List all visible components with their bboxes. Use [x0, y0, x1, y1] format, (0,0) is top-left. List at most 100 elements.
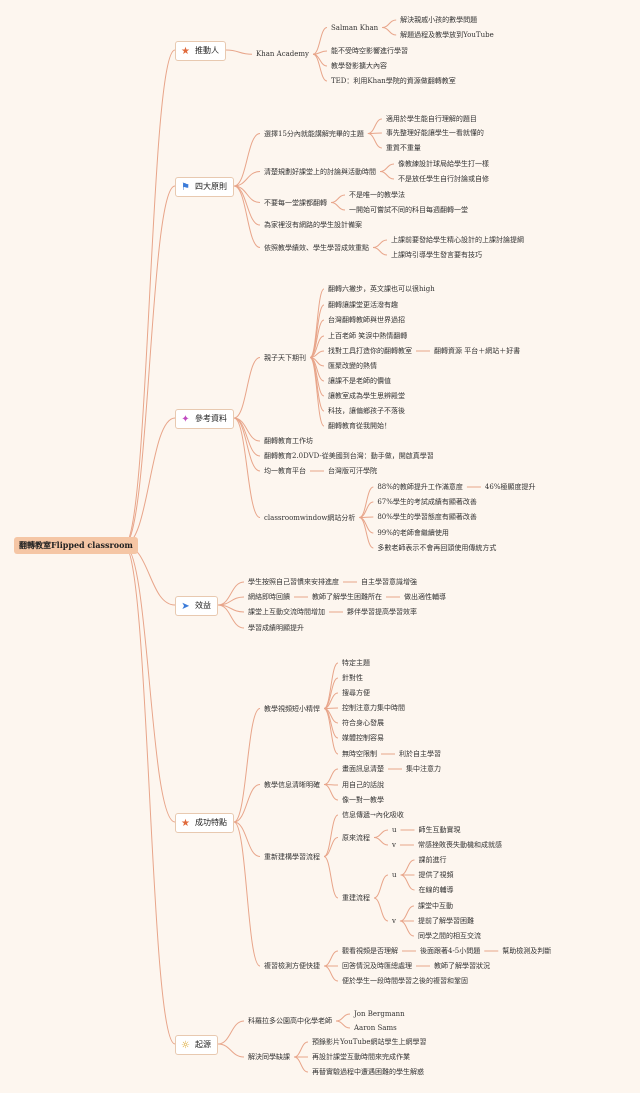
topic-node[interactable]: 為家裡沒有網路的學生設計備案 — [264, 221, 362, 229]
topic-node[interactable]: classroomwindow網站分析 — [264, 513, 356, 522]
topic-node[interactable]: TED：利用Khan學院的資源做翻轉教室 — [331, 77, 456, 85]
topic-node[interactable]: 翻轉教育工作坊 — [264, 437, 313, 445]
topic-node[interactable]: Salman Khan — [331, 23, 379, 32]
topic-node[interactable]: 控制注意力集中時間 — [341, 704, 405, 712]
topic-node[interactable]: 教學信息清晰明確 — [264, 780, 320, 789]
topic-node[interactable]: 教師了解學生困難所在 — [311, 593, 382, 601]
topic-node[interactable]: 事先整理好能讓學生一看就懂的 — [385, 129, 484, 137]
topic-node[interactable]: 依照教學績效、學生學習成效重點 — [264, 243, 369, 252]
sub-marker[interactable]: v — [391, 841, 396, 849]
topic-node[interactable]: 再設計課堂互動時間來完成作業 — [311, 1053, 410, 1061]
topic-node[interactable]: 不是放任學生自行討論或自修 — [397, 175, 489, 183]
topic-node[interactable]: 親子天下期刊 — [264, 353, 306, 362]
topic-node[interactable]: 台灣翻轉教師與世界過招 — [327, 316, 405, 324]
topic-node[interactable]: 選擇15分內就能講解完畢的主題 — [264, 129, 364, 138]
topic-node[interactable]: 便於學生一段時間學習之後的複習和鞏固 — [341, 977, 468, 985]
topic-node[interactable]: 集中注意力 — [405, 765, 441, 773]
topic-node[interactable]: 找對工具打造你的翻轉教室 — [327, 347, 412, 355]
topic-node[interactable]: 學習成績明顯提升 — [248, 624, 304, 632]
topic-node[interactable]: Khan Academy — [256, 50, 310, 59]
branch-3[interactable]: ➤效益 — [175, 596, 218, 616]
topic-node[interactable]: 讓教室成為學生思辨殿堂 — [327, 392, 405, 400]
topic-node[interactable]: 像教練設計球局給學生打一樣 — [397, 160, 489, 168]
topic-node[interactable]: 搜尋方便 — [341, 689, 370, 697]
topic-node[interactable]: 複習檢測方便快捷 — [264, 962, 320, 970]
topic-node[interactable]: 課堂上互動交流時間增加 — [248, 608, 325, 616]
topic-node[interactable]: 觀看視頻是否理解 — [341, 947, 398, 955]
topic-node[interactable]: 常感挫敗喪失動機和成就感 — [417, 841, 502, 849]
topic-node[interactable]: 能不受時空影響進行學習 — [331, 47, 408, 55]
topic-node[interactable]: 課前進行 — [418, 856, 447, 864]
topic-node[interactable]: 同學之間的相互交流 — [417, 932, 481, 940]
topic-node[interactable]: 46%極顯度提升 — [484, 483, 536, 491]
topic-node[interactable]: 利於自主學習 — [398, 750, 441, 758]
topic-node[interactable]: 自主學習意識增強 — [360, 578, 417, 586]
topic-node[interactable]: 上課時引導學生發言要有技巧 — [390, 251, 482, 259]
topic-node[interactable]: 翻轉讓課堂更活潑有趣 — [327, 301, 398, 309]
topic-node[interactable]: 不是唯一的教學法 — [348, 191, 405, 199]
topic-node[interactable]: 上百老師 笑淚中熱情翻轉 — [327, 332, 408, 340]
sub-marker[interactable]: u — [391, 871, 397, 879]
topic-node[interactable]: 多數老師表示不會再回頭使用傳統方式 — [377, 544, 497, 552]
branch-5[interactable]: ☼起源 — [175, 1035, 218, 1055]
topic-node[interactable]: 不要每一堂課都翻轉 — [264, 198, 327, 207]
topic-node[interactable]: 教師了解學習狀況 — [433, 962, 490, 970]
topic-node[interactable]: 翻轉教育2.0DVD-從美國到台灣：動手做，開啟真學習 — [264, 452, 434, 460]
branch-0[interactable]: ★推動人 — [175, 41, 226, 61]
topic-node[interactable]: Aaron Sams — [353, 1024, 397, 1032]
branch-1[interactable]: ⚑四大原則 — [175, 177, 234, 197]
branch-2[interactable]: ✦參考資料 — [175, 409, 234, 429]
topic-node[interactable]: 原來流程 — [341, 833, 370, 842]
topic-node[interactable]: 課堂中互動 — [417, 902, 453, 910]
topic-node[interactable]: 台灣版可汗學院 — [327, 467, 377, 475]
topic-node[interactable]: 再替實驗過程中遭遇困難的學生解惑 — [311, 1068, 424, 1076]
topic-node[interactable]: 提前了解學習困難 — [417, 917, 474, 925]
topic-node[interactable]: 科羅拉多公園高中化學老師 — [248, 1017, 332, 1025]
topic-node[interactable]: 解決同學缺課 — [248, 1053, 290, 1061]
topic-node[interactable]: 80%學生的學習態度有顯著改善 — [377, 513, 477, 521]
branch-4[interactable]: ★成功特點 — [175, 813, 234, 833]
topic-node[interactable]: 88%的教師提升工作滿意度 — [377, 483, 463, 491]
topic-node[interactable]: 針對性 — [341, 674, 363, 682]
topic-node[interactable]: 讓課不是老師的價值 — [327, 377, 391, 385]
topic-node[interactable]: 解決親戚小孩的數學問題 — [400, 16, 478, 24]
topic-node[interactable]: 幫助檢測及判斷 — [502, 947, 552, 955]
topic-node[interactable]: 99%的老師會繼續使用 — [377, 529, 449, 537]
topic-node[interactable]: Jon Bergmann — [353, 1010, 405, 1018]
topic-node[interactable]: 匯聚改變的熱情 — [327, 362, 377, 370]
topic-node[interactable]: 夥伴學習提高學習效率 — [346, 608, 417, 616]
topic-node[interactable]: 翻轉六撇步，英文課也可以很high — [327, 285, 435, 293]
topic-node[interactable]: 像一對一教學 — [341, 796, 384, 804]
topic-node[interactable]: 做出適性輔導 — [403, 593, 446, 601]
topic-node[interactable]: 教學發影擴大內容 — [331, 62, 387, 70]
topic-node[interactable]: 師生互動實現 — [418, 826, 461, 834]
topic-node[interactable]: 信息傳遞→內化吸收 — [341, 811, 404, 819]
topic-node[interactable]: 翻轉資源 平台＋網站＋好書 — [433, 347, 521, 355]
topic-node[interactable]: 教學視頻短小精悍 — [264, 704, 320, 713]
topic-node[interactable]: 媒體控制容易 — [341, 734, 384, 742]
topic-node[interactable]: 重建流程 — [341, 894, 370, 902]
topic-node[interactable]: 網絡即時回饋 — [248, 593, 290, 601]
topic-node[interactable]: 回答情況及時匯總處理 — [341, 962, 412, 970]
topic-node[interactable]: 在線的輔導 — [418, 886, 454, 894]
topic-node[interactable]: 提供了視頻 — [418, 871, 454, 879]
topic-node[interactable]: 特定主題 — [341, 659, 370, 667]
topic-node[interactable]: 科技，讓偏鄉孩子不落後 — [327, 407, 405, 415]
topic-node[interactable]: 預錄影片YouTube網站學生上網學習 — [311, 1038, 427, 1046]
topic-node[interactable]: 符合身心發展 — [341, 719, 384, 727]
topic-node[interactable]: 上課前要發給學生精心設計的上課討論提綱 — [390, 236, 524, 244]
topic-node[interactable]: 均一教育平台 — [264, 467, 306, 475]
topic-node[interactable]: 適用於學生能自行理解的題目 — [385, 115, 477, 123]
topic-node[interactable]: 一開始可嘗試不同的科目每週翻轉一堂 — [348, 206, 468, 214]
topic-node[interactable]: 用自己的話說 — [341, 781, 384, 789]
topic-node[interactable]: 學生按照自己習慣來安排進度 — [248, 578, 339, 586]
topic-node[interactable]: 清楚規劃好課堂上的討論與活動時間 — [264, 167, 376, 176]
topic-node[interactable]: 67%學生的考試成績有顯著改善 — [377, 498, 477, 506]
sub-marker[interactable]: v — [391, 917, 396, 925]
topic-node[interactable]: 翻轉教育從我開始！ — [327, 422, 391, 430]
topic-node[interactable]: 重新建構學習流程 — [264, 852, 320, 861]
topic-node[interactable]: 解題過程及教學放到YouTube — [400, 31, 494, 39]
root-node[interactable]: 翻轉教室Flipped classroom — [14, 537, 138, 554]
sub-marker[interactable]: u — [391, 826, 397, 834]
topic-node[interactable]: 畫面訊息清楚 — [341, 765, 384, 773]
